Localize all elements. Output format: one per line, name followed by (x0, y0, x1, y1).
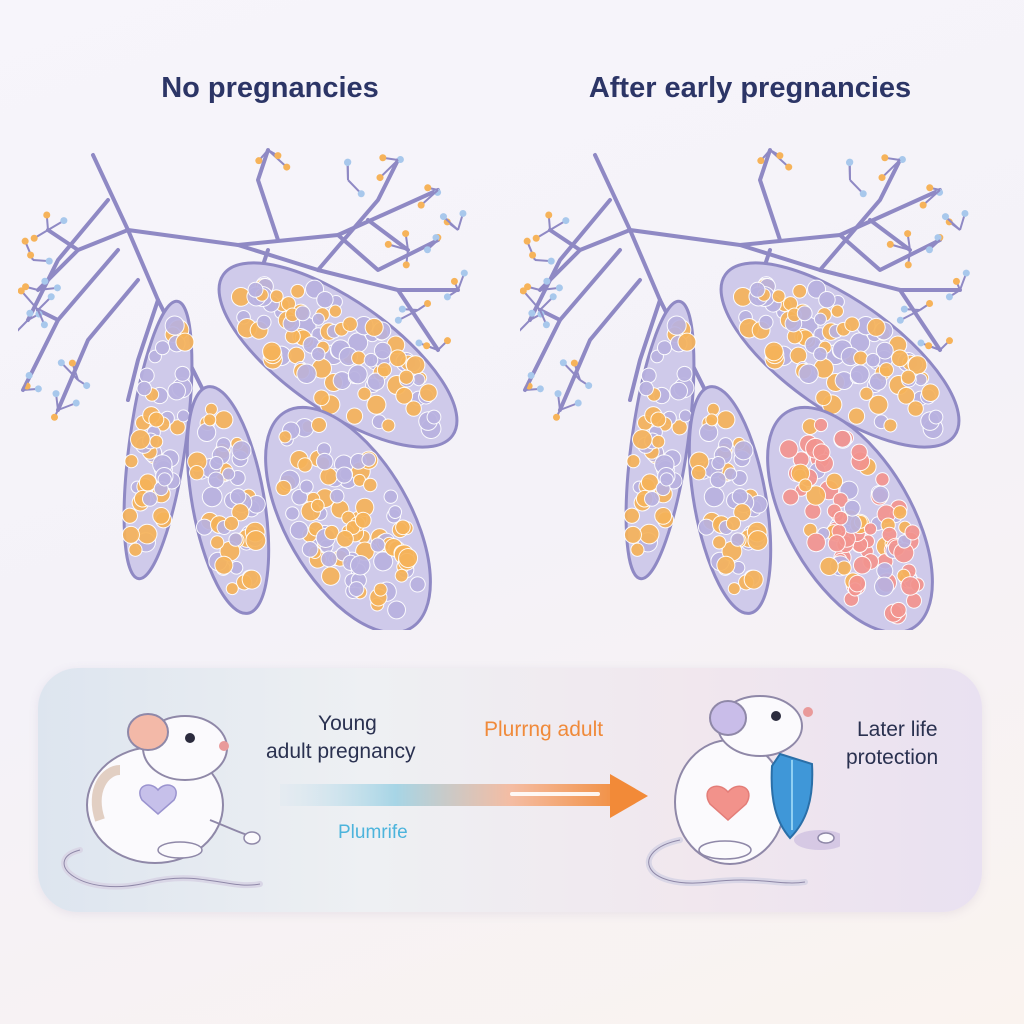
label-young: Young (318, 712, 377, 735)
lobule (217, 261, 459, 449)
lobule (185, 385, 271, 615)
heart-icon (706, 785, 750, 822)
arrow-icon (280, 774, 648, 818)
lobule (766, 405, 934, 630)
protected-mouse-icon (645, 695, 840, 887)
lobule (121, 299, 195, 581)
label-adult-pregnancy: adult pregnancy (266, 740, 416, 763)
title-after-early-pregnancies: After early pregnancies (588, 72, 912, 104)
lobule (687, 385, 773, 615)
label-protection: protection (846, 746, 939, 769)
label-later-life: Later life (857, 718, 938, 741)
mammary-gland-after-pregnancies (520, 148, 970, 630)
label-plurrng-adult: Plurrng adult (484, 718, 604, 741)
title-no-pregnancies: No pregnancies (161, 72, 379, 104)
label-plumrife: Plumrife (338, 822, 408, 843)
mammary-gland-no-pregnancies (18, 148, 468, 630)
young-mouse-icon (61, 713, 263, 890)
lobule (623, 299, 697, 581)
heart-icon (139, 784, 177, 815)
lobule (719, 261, 961, 449)
lobule (264, 405, 432, 630)
